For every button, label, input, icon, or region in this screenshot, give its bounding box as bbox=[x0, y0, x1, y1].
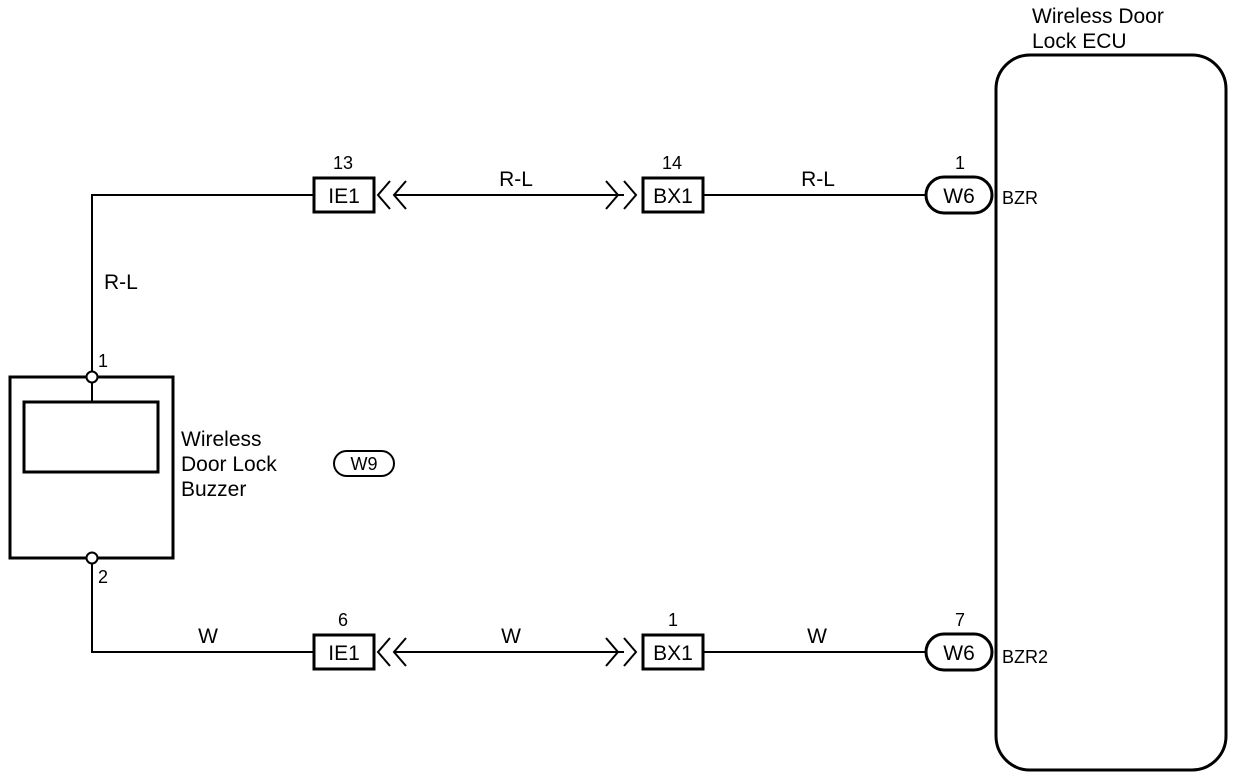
connector-bx1-top-label: BX1 bbox=[653, 185, 693, 208]
connector-w6-top-pin: 1 bbox=[955, 153, 965, 173]
wire-color-top-middle: R-L bbox=[499, 168, 533, 191]
ecu-terminal-bzr: BZR bbox=[1002, 188, 1038, 208]
circuit-top: R-L IE1 13 R-L BX1 14 R-L W6 1 bbox=[91, 153, 994, 371]
ie1-top-chevron-1 bbox=[376, 180, 391, 210]
bx1-bottom-chevron-1 bbox=[605, 637, 620, 667]
wire-bottom-left bbox=[91, 564, 314, 653]
connector-w6-bottom bbox=[924, 632, 994, 672]
connector-ie1-bottom-label: IE1 bbox=[328, 642, 360, 665]
buzzer-name-line3: Buzzer bbox=[181, 478, 246, 501]
connector-bx1-top-pin: 14 bbox=[662, 153, 682, 173]
connector-w6-top bbox=[924, 175, 994, 215]
bx1-bottom-chevron-2 bbox=[623, 637, 638, 667]
connector-w6-top-label: W6 bbox=[943, 185, 975, 208]
circuit-bottom: W IE1 6 W BX1 1 W W6 7 bbox=[91, 564, 994, 672]
wire-color-top-vertical: R-L bbox=[104, 271, 138, 294]
wire-color-bottom-left: W bbox=[198, 625, 218, 648]
connector-ie1-bottom-pin: 6 bbox=[338, 610, 348, 630]
buzzer-block: 1 2 Wireless Door Lock Buzzer W9 bbox=[8, 351, 395, 587]
connector-ie1-top-label: IE1 bbox=[328, 185, 360, 208]
buzzer-name-line2: Door Lock bbox=[181, 453, 277, 476]
connector-ie1-bottom bbox=[312, 633, 376, 671]
ecu-outline bbox=[994, 53, 1228, 772]
ecu-block: Wireless Door Lock ECU BZR BZR2 bbox=[994, 5, 1228, 772]
connector-bx1-bottom-label: BX1 bbox=[653, 642, 693, 665]
wire-color-top-right: R-L bbox=[801, 168, 835, 191]
wire-color-bottom-middle: W bbox=[501, 625, 521, 648]
ecu-terminal-bzr2: BZR2 bbox=[1002, 647, 1048, 667]
connector-bx1-bottom-pin: 1 bbox=[668, 610, 678, 630]
ie1-bottom-chevron-1 bbox=[376, 637, 391, 667]
bx1-top-chevron-1 bbox=[605, 180, 620, 210]
buzzer-pin-2: 2 bbox=[98, 567, 108, 587]
connector-ie1-top bbox=[312, 176, 376, 214]
wire-top-left bbox=[91, 194, 314, 371]
connector-bx1-bottom bbox=[641, 633, 705, 671]
connector-ie1-top-pin: 13 bbox=[333, 153, 353, 173]
buzzer-terminal-1 bbox=[85, 370, 99, 384]
ecu-title-line2: Lock ECU bbox=[1032, 30, 1127, 53]
buzzer-pin-1: 1 bbox=[98, 351, 108, 371]
wire-color-bottom-right: W bbox=[807, 625, 827, 648]
connector-w6-bottom-label: W6 bbox=[943, 642, 975, 665]
ecu-title-line1: Wireless Door bbox=[1032, 5, 1164, 28]
connector-w6-bottom-pin: 7 bbox=[955, 610, 965, 630]
buzzer-terminal-2 bbox=[85, 551, 99, 565]
buzzer-connector-oval bbox=[333, 450, 395, 477]
buzzer-name-line1: Wireless bbox=[181, 428, 262, 451]
buzzer-connector-label: W9 bbox=[351, 454, 378, 474]
buzzer-element bbox=[22, 400, 160, 474]
bx1-top-chevron-2 bbox=[623, 180, 638, 210]
